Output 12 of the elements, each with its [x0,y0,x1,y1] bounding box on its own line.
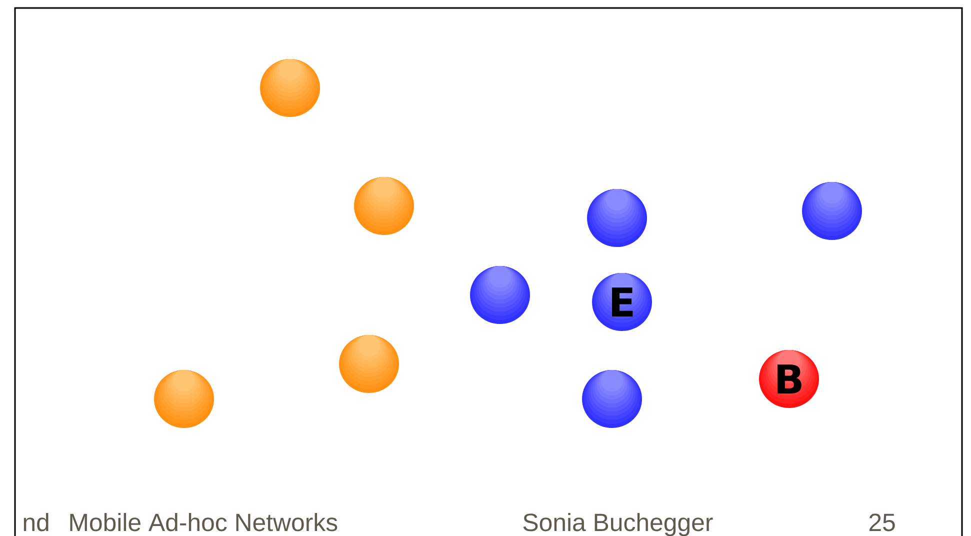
node-circle [802,182,862,240]
node-circle [582,370,642,428]
footer-text: Mobile Ad-hoc Networks [70,512,338,532]
node-circle [154,370,214,428]
node-circle [339,335,399,393]
node-circle [587,189,647,247]
footer-text: Sonia Buchegger [523,512,713,536]
footer-text: nd [24,512,48,532]
node-circle [354,177,414,235]
footer-text: 25 [869,514,895,532]
node-circle [260,59,320,117]
node-circle [470,266,530,324]
